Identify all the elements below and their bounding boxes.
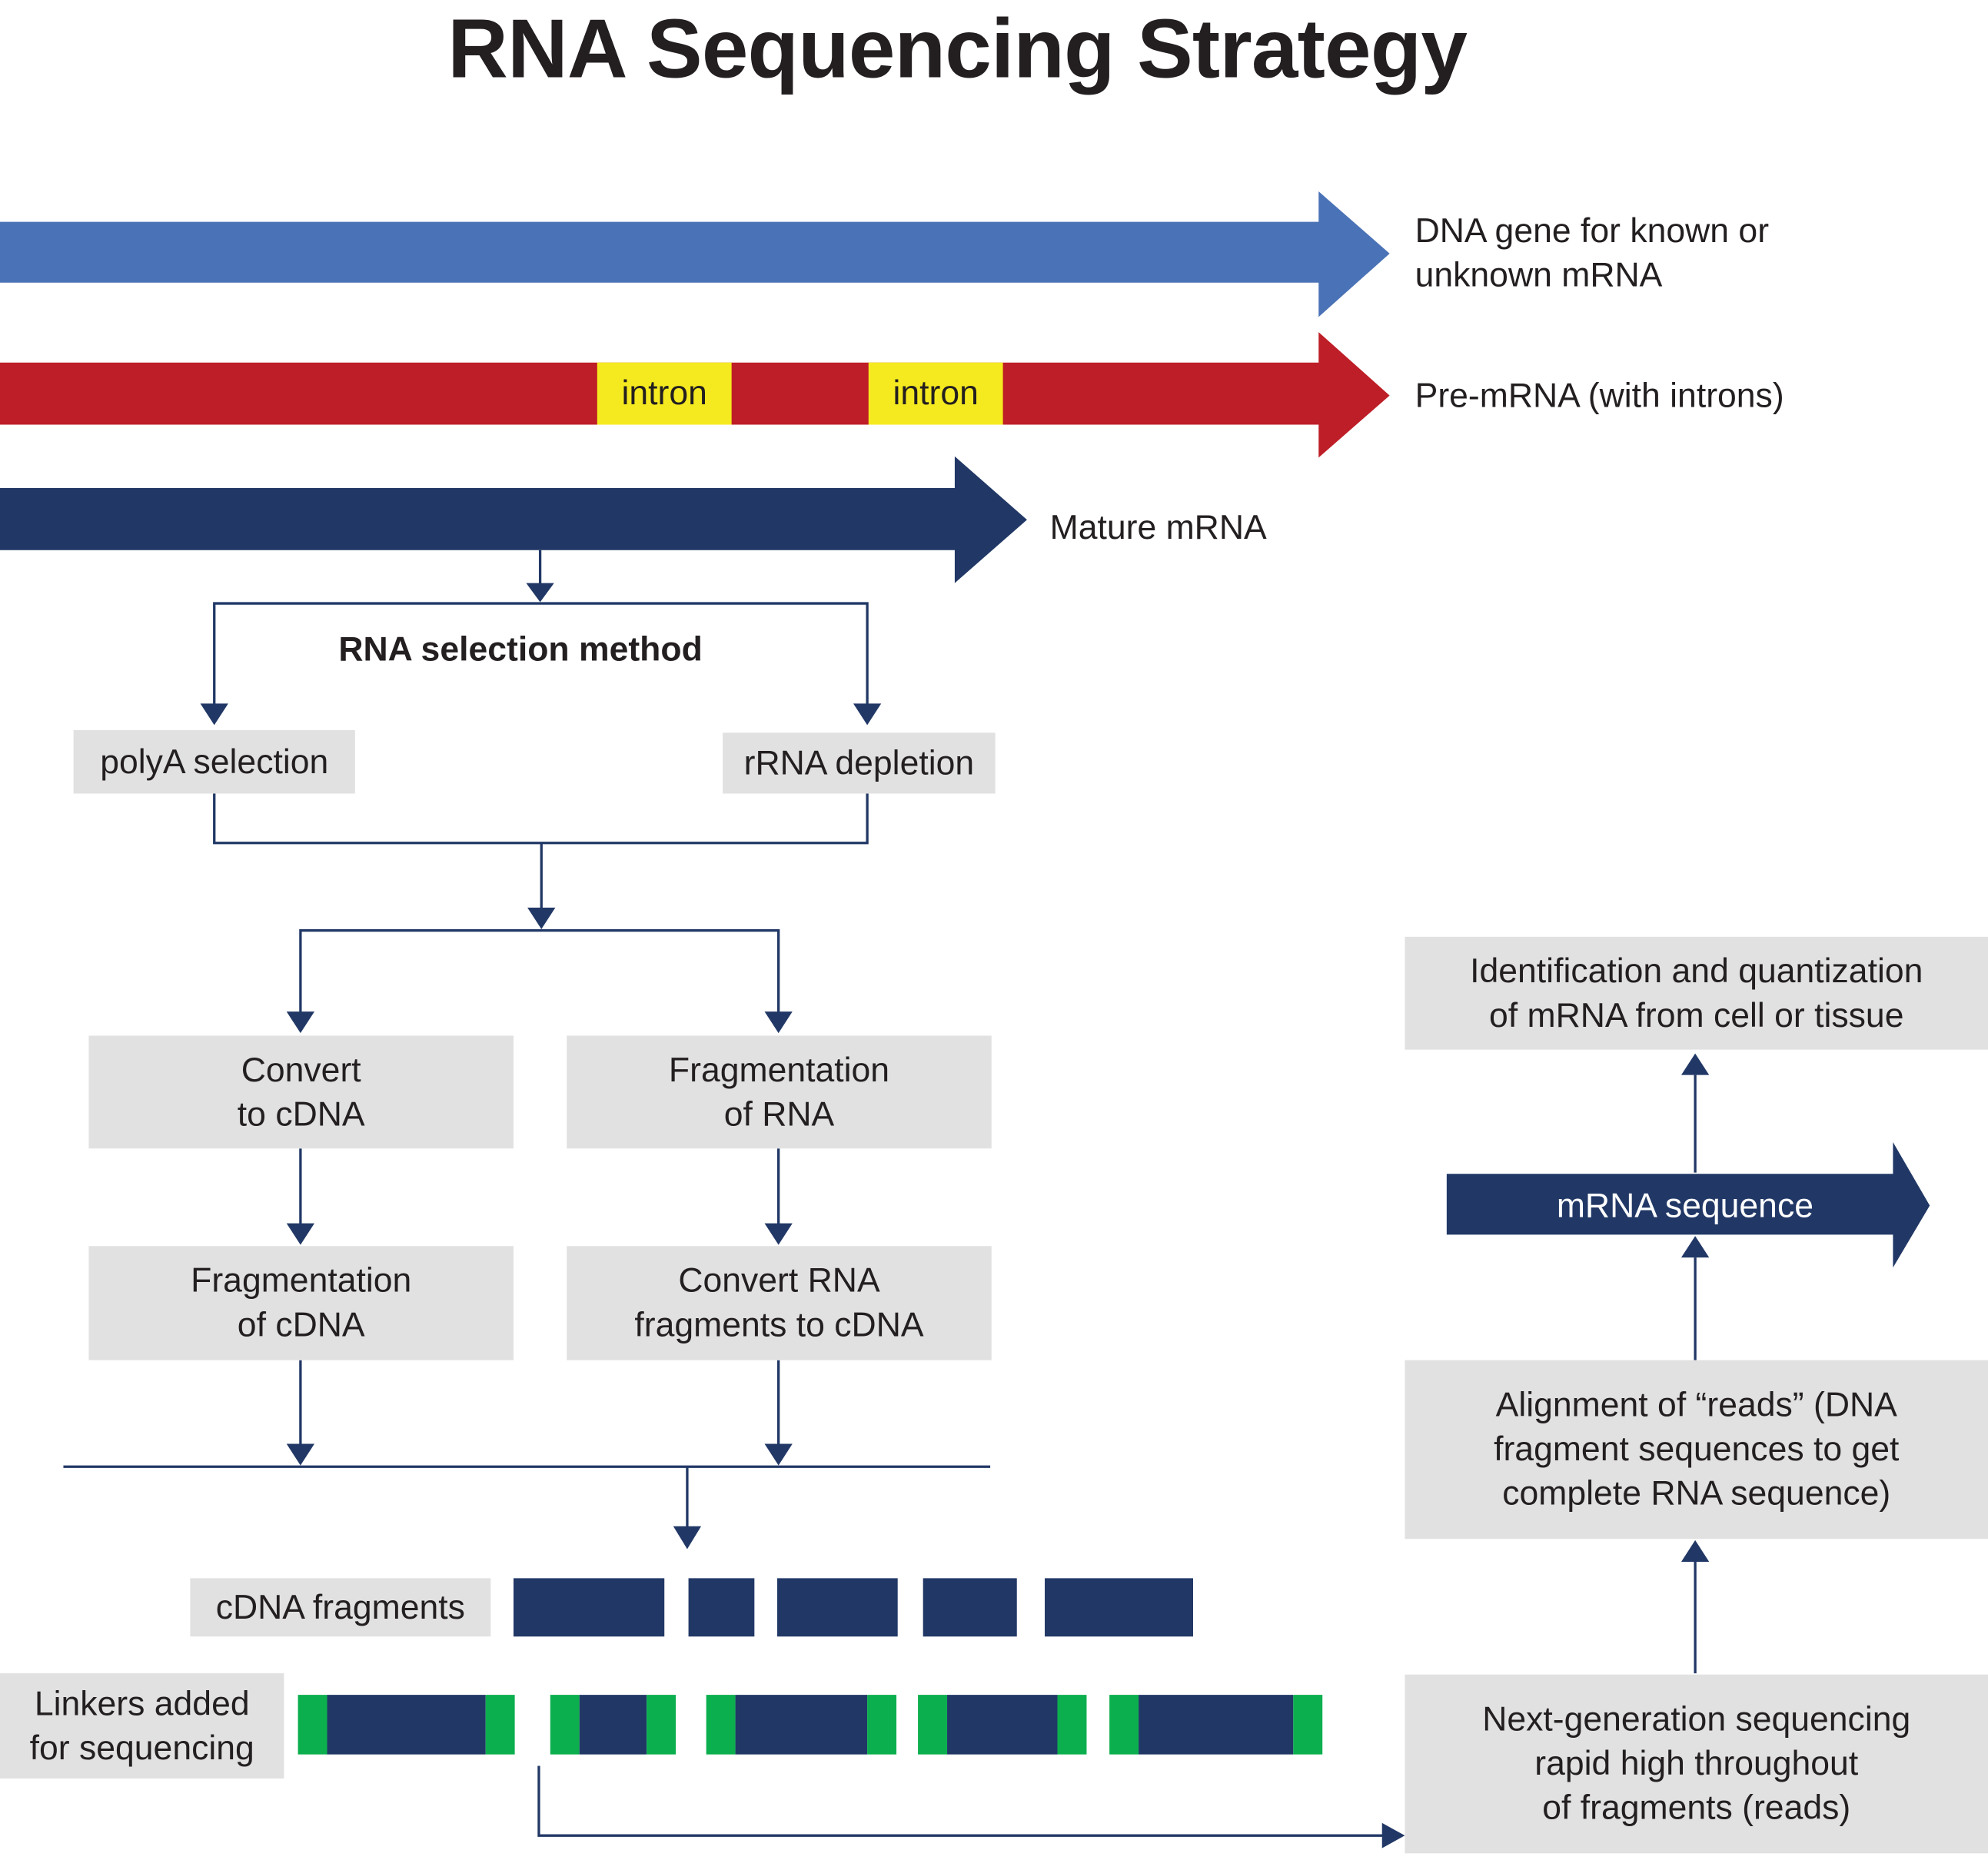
box-line: Convert RNA <box>678 1261 880 1300</box>
box-line: of fragments (reads) <box>1542 1789 1851 1827</box>
linker <box>706 1695 736 1755</box>
convert-to-cdna-box: Convert to cDNA <box>88 1035 514 1149</box>
arrowhead-down <box>527 907 556 929</box>
dna-strand-arrow <box>0 191 1390 317</box>
fragmentation-of-rna-box: Fragmentation of RNA <box>567 1035 992 1149</box>
linker <box>1057 1695 1087 1755</box>
arrowhead-up <box>1680 1236 1710 1258</box>
pre-mrna-label: Pre-mRNA (with introns) <box>1415 376 1784 415</box>
mature-mrna-label: Mature mRNA <box>1049 508 1267 546</box>
dna-label: DNA gene for known or unknown mRNA <box>1415 209 1769 297</box>
arrowhead-down <box>673 1526 702 1549</box>
linker <box>298 1695 327 1755</box>
linker <box>867 1695 897 1755</box>
box-line: Convert <box>241 1050 361 1088</box>
cdna-fragment <box>513 1578 665 1637</box>
cdna-fragment <box>923 1578 1017 1637</box>
mature-mrna-strand-arrow <box>0 456 1027 583</box>
linkers-label: Linkers added for sequencing <box>0 1673 284 1779</box>
arrowheads <box>200 583 1710 1848</box>
rrna-depletion-box: rRNA depletion <box>723 732 996 794</box>
intron-1: intron <box>597 362 732 425</box>
arrowhead-down <box>764 1223 793 1245</box>
arrowhead-down <box>764 1011 793 1034</box>
box-line: fragments to cDNA <box>634 1305 924 1344</box>
fragment-core <box>1139 1695 1294 1755</box>
cdna-fragment <box>1045 1578 1193 1637</box>
box-line: Fragmentation <box>668 1050 890 1088</box>
linked-fragment <box>918 1695 1087 1755</box>
ngs-box: Next-generation sequencing rapid high th… <box>1405 1674 1988 1854</box>
fragmentation-of-cdna-box: Fragmentation of cDNA <box>88 1246 514 1360</box>
cdna-fragment <box>688 1578 755 1637</box>
box-line: Identification and quantization <box>1470 951 1923 990</box>
box-line: of RNA <box>723 1094 835 1133</box>
box-line: complete RNA sequence) <box>1502 1474 1891 1513</box>
fragment-core <box>579 1695 647 1755</box>
fragment-core <box>947 1695 1058 1755</box>
linker <box>550 1695 580 1755</box>
dna-label-line: DNA gene for known or <box>1415 211 1770 250</box>
fragment-core <box>735 1695 868 1755</box>
linker <box>1109 1695 1139 1755</box>
box-line: of cDNA <box>237 1305 365 1344</box>
box-line: Alignment of “reads” (DNA <box>1495 1385 1897 1424</box>
box-line: Linkers added <box>34 1684 250 1722</box>
alignment-box: Alignment of “reads” (DNA fragment seque… <box>1405 1360 1988 1540</box>
box-line: to cDNA <box>237 1094 365 1133</box>
linker <box>647 1695 677 1755</box>
arrowhead-down <box>286 1011 315 1034</box>
linked-fragment <box>706 1695 897 1755</box>
fragment-core <box>327 1695 486 1755</box>
intron-2: intron <box>868 362 1003 425</box>
box-line: Next-generation sequencing <box>1482 1699 1911 1739</box>
linker <box>1293 1695 1323 1755</box>
linked-fragment <box>550 1695 677 1755</box>
linker <box>918 1695 948 1755</box>
box-line: fragment sequences to get <box>1494 1430 1900 1468</box>
arrowhead-down <box>526 583 554 603</box>
arrowhead-up <box>1680 1053 1710 1075</box>
selection-heading: RNA selection method <box>338 629 703 669</box>
mrna-sequence-label: mRNA sequence <box>1556 1186 1813 1225</box>
arrowhead-down <box>286 1443 315 1466</box>
arrowhead-down <box>853 703 882 726</box>
connector-lines <box>63 550 1697 1837</box>
arrowhead-down <box>286 1223 315 1245</box>
arrowhead-up <box>1680 1540 1710 1562</box>
box-line: Fragmentation <box>191 1261 412 1300</box>
convert-rna-fragments-box: Convert RNA fragments to cDNA <box>567 1246 992 1360</box>
polya-selection-box: polyA selection <box>73 729 355 794</box>
mrna-sequence-arrow <box>1446 1142 1930 1268</box>
box-line: for sequencing <box>29 1728 254 1767</box>
linker <box>485 1695 515 1755</box>
cdna-fragment <box>777 1578 898 1637</box>
dna-label-line: unknown mRNA <box>1415 256 1663 294</box>
arrowhead-down <box>764 1443 793 1466</box>
linked-fragment <box>298 1695 515 1755</box>
box-line: rapid high throughout <box>1534 1744 1859 1782</box>
linked-fragment <box>1109 1695 1323 1755</box>
box-line: of mRNA from cell or tissue <box>1488 995 1904 1035</box>
identification-box: Identification and quantization of mRNA … <box>1405 936 1988 1050</box>
arrowhead-right <box>1381 1822 1405 1848</box>
arrowhead-down <box>200 703 228 726</box>
cdna-fragments-label: cDNA fragments <box>190 1578 491 1637</box>
page-title: RNA Sequencing Strategy <box>447 1 1468 95</box>
